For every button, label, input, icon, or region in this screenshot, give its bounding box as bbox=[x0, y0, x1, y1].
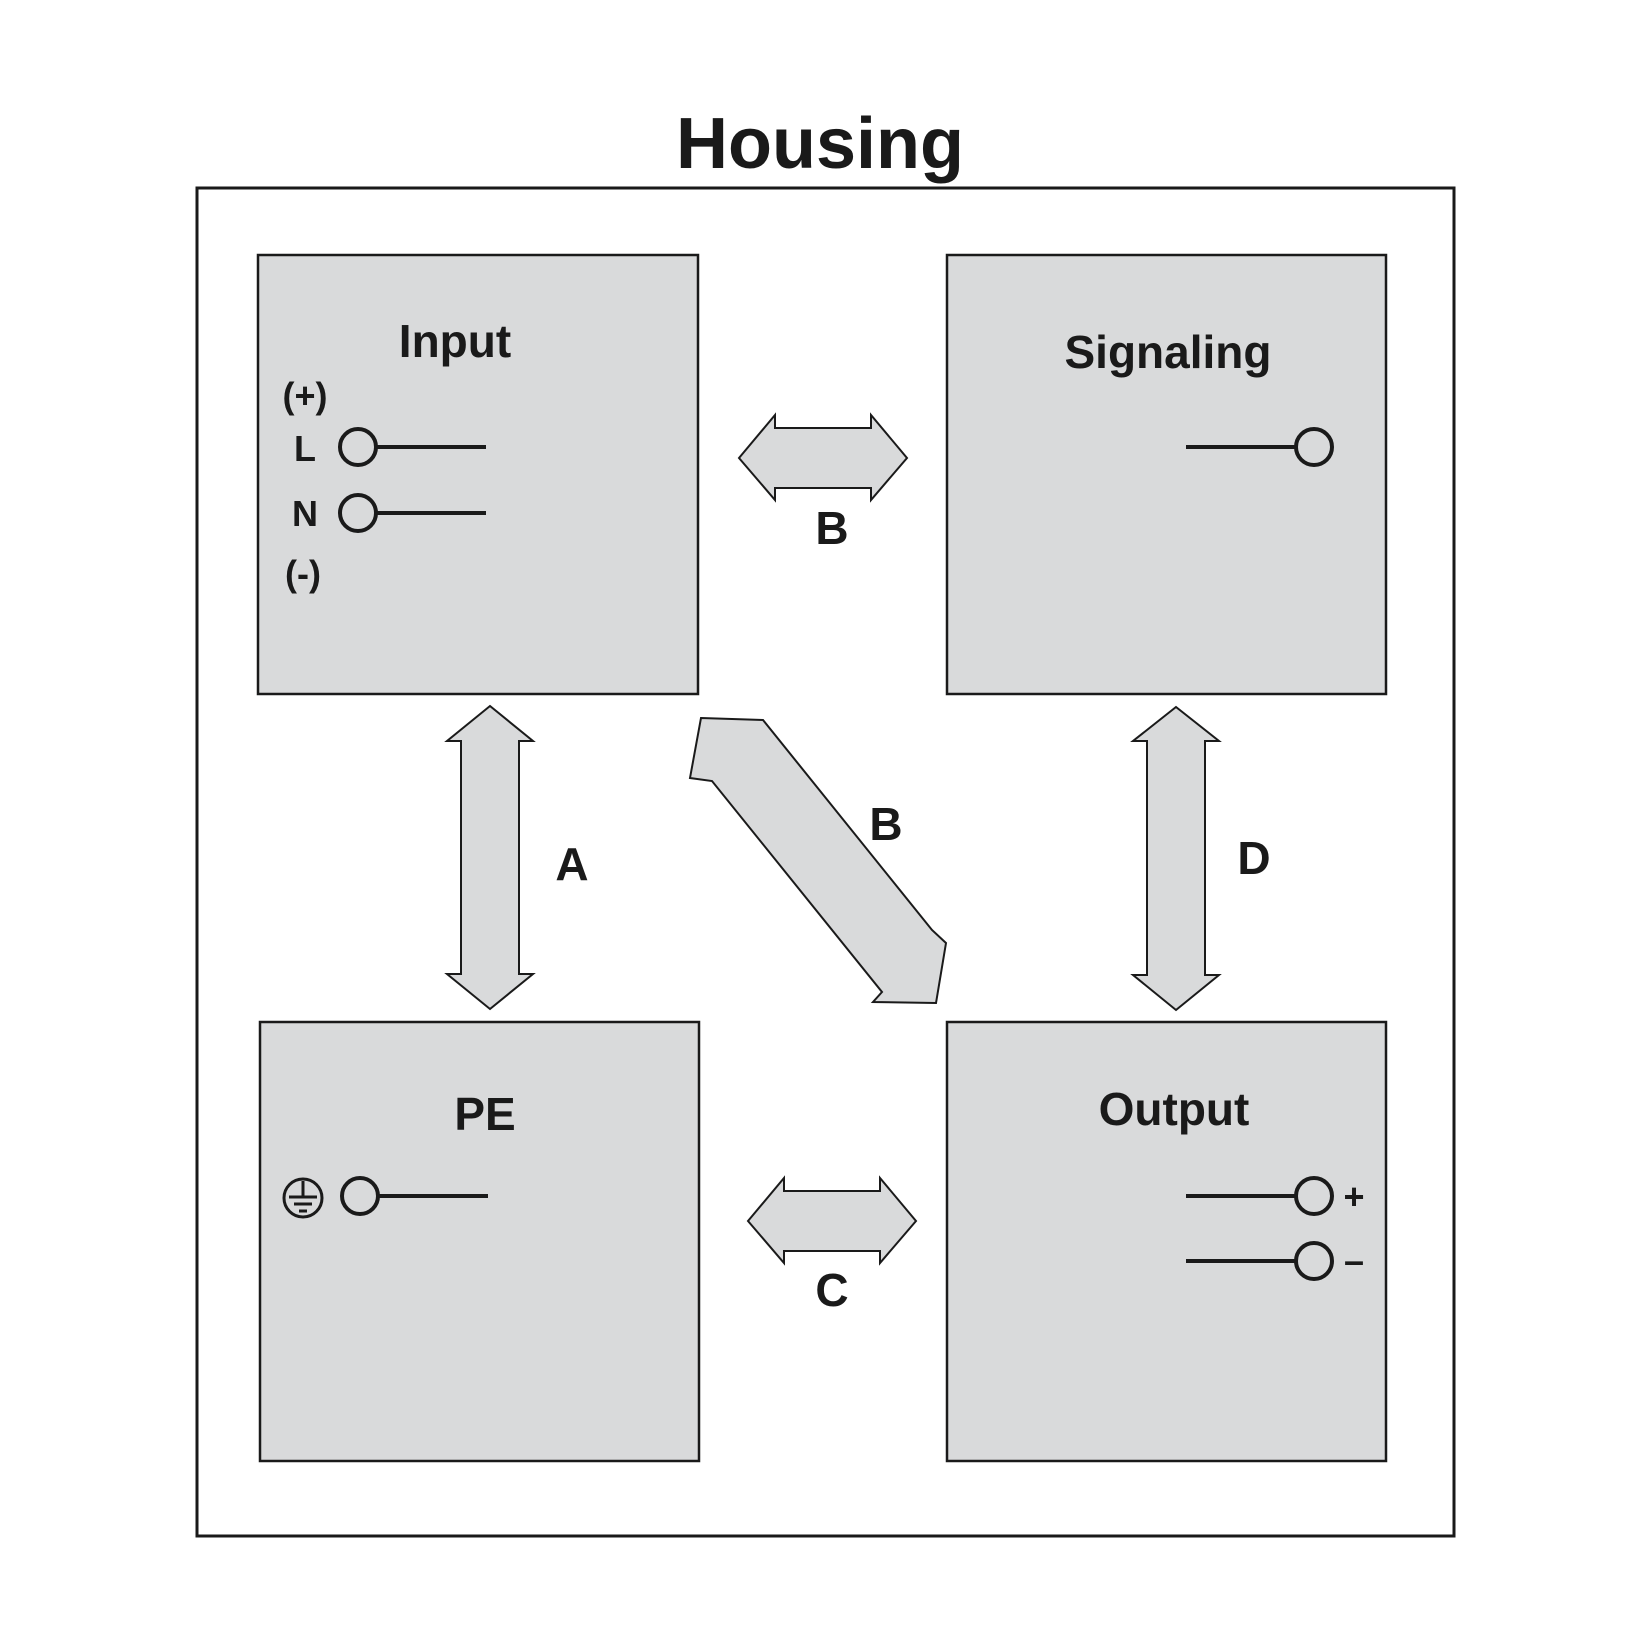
input-n-label: N bbox=[292, 493, 318, 534]
input-plus-label: (+) bbox=[283, 375, 328, 416]
signaling-block: Signaling bbox=[945, 253, 1388, 696]
input-l-terminal bbox=[338, 427, 378, 467]
input-block-title: Input bbox=[399, 315, 511, 367]
pe-block-title: PE bbox=[454, 1088, 515, 1140]
output-minus-label: – bbox=[1344, 1240, 1364, 1281]
arrow-input-pe-label: A bbox=[555, 838, 588, 890]
arrow-signaling-output-label: D bbox=[1237, 832, 1270, 884]
input-block: Input (+) L N (-) bbox=[256, 253, 700, 696]
input-minus-label: (-) bbox=[285, 553, 321, 594]
input-l-label: L bbox=[294, 428, 316, 469]
input-n-terminal bbox=[338, 493, 378, 533]
housing-title: Housing bbox=[676, 104, 964, 184]
signaling-terminal bbox=[1294, 427, 1334, 467]
arrow-input-signaling bbox=[737, 412, 909, 503]
protective-earth-icon bbox=[282, 1177, 324, 1219]
pe-terminal bbox=[340, 1176, 380, 1216]
pe-block: PE bbox=[258, 1020, 701, 1463]
output-plus-label: + bbox=[1343, 1176, 1364, 1217]
output-plus-terminal bbox=[1294, 1176, 1334, 1216]
arrow-input-output bbox=[688, 716, 948, 1005]
output-minus-terminal bbox=[1294, 1241, 1334, 1281]
arrow-input-output-label: B bbox=[869, 798, 902, 850]
signaling-block-title: Signaling bbox=[1065, 326, 1272, 378]
signaling-block-box bbox=[945, 253, 1388, 696]
output-block: Output + – bbox=[945, 1020, 1388, 1463]
input-block-box bbox=[256, 253, 700, 696]
output-block-title: Output bbox=[1099, 1083, 1250, 1135]
arrow-pe-output bbox=[746, 1175, 918, 1266]
arrow-input-signaling-label: B bbox=[815, 502, 848, 554]
pe-block-box bbox=[258, 1020, 701, 1463]
arrow-input-pe bbox=[444, 704, 536, 1011]
arrow-pe-output-label: C bbox=[815, 1264, 848, 1316]
arrow-signaling-output bbox=[1130, 705, 1222, 1012]
